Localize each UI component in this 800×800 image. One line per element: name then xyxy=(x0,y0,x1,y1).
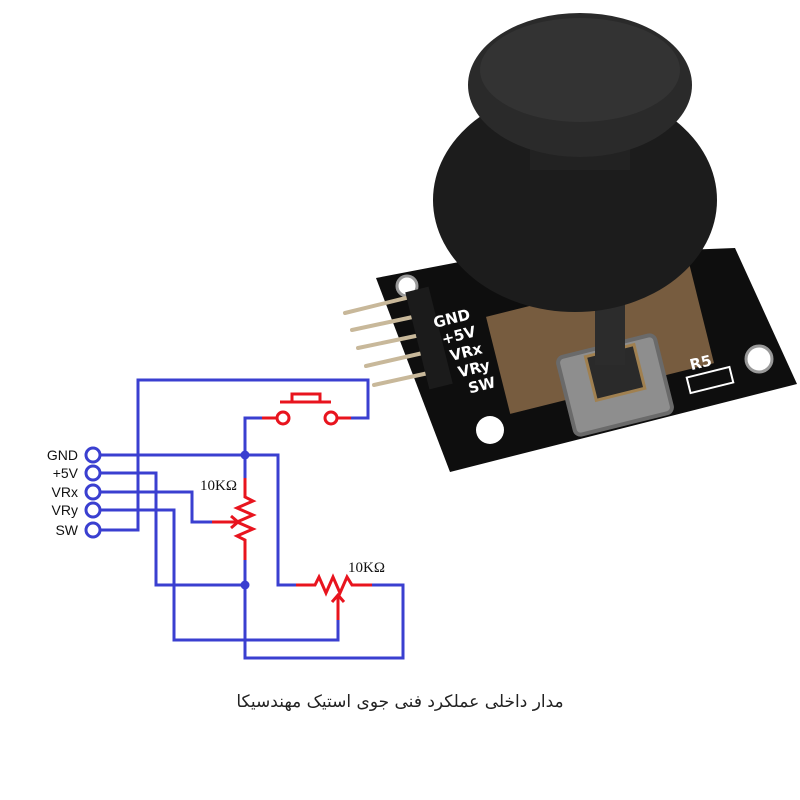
push-button-top xyxy=(290,392,322,402)
switch-contact xyxy=(323,410,339,426)
pin-label-gnd: GND xyxy=(47,447,78,463)
pin-gnd xyxy=(84,446,102,464)
caption: مدار داخلی عملکرد فنی جوی استیک مهندسیکا xyxy=(236,692,564,712)
wire-potx-5v xyxy=(243,560,405,660)
potentiometer-y xyxy=(296,573,372,597)
pin-sw xyxy=(84,521,102,539)
pin-5v xyxy=(84,464,102,482)
junction-gnd xyxy=(240,450,250,460)
joystick-module-photo: GND +5V VRx VRy SW R5 xyxy=(343,13,797,472)
wire-vry xyxy=(100,508,340,642)
wire-vrx xyxy=(100,490,212,524)
pin-label-5v: +5V xyxy=(53,465,79,481)
potentiometer-x xyxy=(233,478,257,560)
pin-vrx xyxy=(84,483,102,501)
joystick-cap-top xyxy=(480,18,680,122)
wire-gnd xyxy=(100,453,296,587)
switch-contact xyxy=(275,410,291,426)
wire-5v xyxy=(100,471,245,587)
pin-vry xyxy=(84,501,102,519)
wiper-x-arrow xyxy=(230,514,241,530)
joystick-dome xyxy=(433,88,717,312)
r5-footprint xyxy=(685,365,735,395)
resistor-x-label: 10KΩ xyxy=(200,478,237,494)
wire-sw xyxy=(100,378,370,532)
resistor-y-label: 10KΩ xyxy=(348,560,385,576)
mount-hole xyxy=(476,416,504,444)
schematic: GND +5V VRx VRy SW 10KΩ 10KΩ xyxy=(47,378,405,660)
pin-label-sw: SW xyxy=(55,522,78,538)
silkscreen-labels: GND +5V VRx VRy SW xyxy=(431,305,497,397)
pin-label-vrx: VRx xyxy=(52,484,78,500)
wire-switch-gnd xyxy=(243,416,262,455)
mount-hole xyxy=(744,344,774,374)
pin-header-base xyxy=(405,286,453,390)
wiper-y-arrow xyxy=(330,592,346,603)
pin-label-vry: VRy xyxy=(52,502,78,518)
silk-r5: R5 xyxy=(688,351,714,374)
